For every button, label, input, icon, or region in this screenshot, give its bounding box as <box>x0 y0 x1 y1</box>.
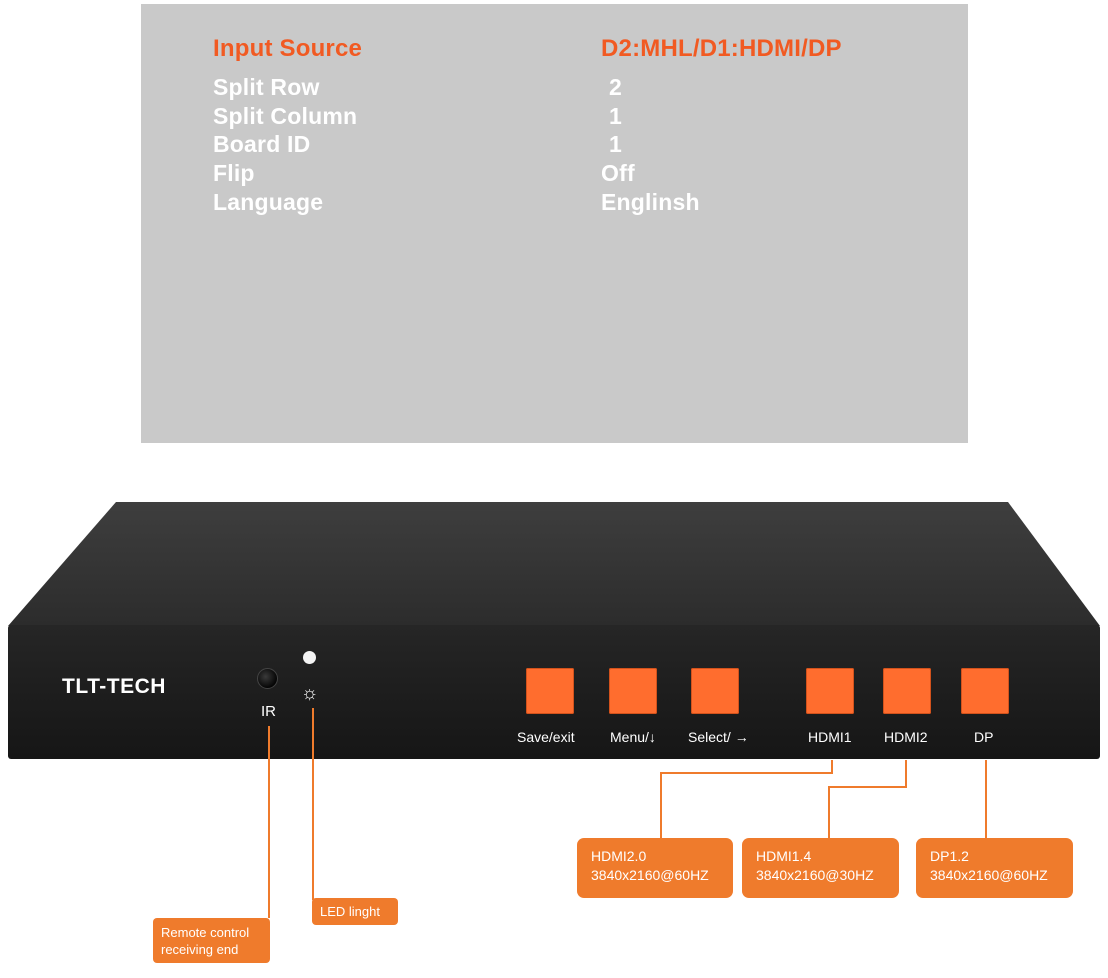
select-right-button[interactable] <box>691 668 739 714</box>
osd-label: Flip <box>213 160 255 186</box>
callout-text: Remote control <box>161 925 250 940</box>
callout-text: HDMI1.4 <box>756 848 812 864</box>
osd-label: Split Column <box>213 103 358 129</box>
callout-line-hdmi2 <box>828 786 907 788</box>
menu-down-label: Menu/↓ <box>610 729 656 745</box>
osd-label: Input Source <box>213 35 363 62</box>
callout-line-ir <box>268 726 270 918</box>
dp-button[interactable] <box>961 668 1009 714</box>
hdmi2-button[interactable] <box>883 668 931 714</box>
ir-sensor <box>257 668 278 689</box>
osd-row-split-row[interactable]: Split Row 2 <box>141 74 968 104</box>
callout-line-led <box>312 708 314 900</box>
callout-hdmi2-spec: HDMI1.4 3840x2160@30HZ <box>742 838 899 898</box>
hdmi1-label: HDMI1 <box>808 729 852 745</box>
callout-hdmi1-spec: HDMI2.0 3840x2160@60HZ <box>577 838 733 898</box>
save-exit-label: Save/exit <box>517 729 575 745</box>
callout-line-hdmi2 <box>905 760 907 788</box>
osd-row-flip[interactable]: Flip Off <box>141 160 968 190</box>
callout-line-dp <box>985 760 987 840</box>
callout-text: 3840x2160@60HZ <box>930 867 1048 883</box>
osd-row-language[interactable]: Language Englinsh <box>141 189 968 219</box>
osd-label: Board ID <box>213 131 311 157</box>
osd-row-input-source[interactable]: Input Source D2:MHL/D1:HDMI/DP <box>141 35 968 65</box>
callout-line-hdmi1 <box>660 772 833 774</box>
callout-text: HDMI2.0 <box>591 848 647 864</box>
hdmi2-label: HDMI2 <box>884 729 928 745</box>
callout-text: 3840x2160@60HZ <box>591 867 709 883</box>
led-indicator <box>303 651 316 664</box>
callout-led-light: LED linght <box>312 898 398 925</box>
osd-row-board-id[interactable]: Board ID 1 <box>141 131 968 161</box>
save-exit-button[interactable] <box>526 668 574 714</box>
osd-label: Split Row <box>213 74 320 100</box>
ir-label: IR <box>261 703 276 720</box>
callout-line-hdmi1 <box>660 772 662 840</box>
osd-menu-panel: Input Source D2:MHL/D1:HDMI/DP Split Row… <box>141 4 968 443</box>
callout-dp-spec: DP1.2 3840x2160@60HZ <box>916 838 1073 898</box>
sun-icon: ☼ <box>301 683 319 704</box>
callout-text: 3840x2160@30HZ <box>756 867 874 883</box>
osd-value: 1 <box>609 103 622 129</box>
select-right-label: Select/ → <box>688 729 749 745</box>
callout-text: receiving end <box>161 942 239 957</box>
osd-row-split-column[interactable]: Split Column 1 <box>141 103 968 133</box>
osd-value: 2 <box>609 74 622 100</box>
osd-label: Language <box>213 189 324 215</box>
dp-label: DP <box>974 729 994 745</box>
callout-line-hdmi2 <box>828 786 830 840</box>
callout-text: DP1.2 <box>930 848 969 864</box>
callout-text: LED linght <box>320 904 380 919</box>
osd-value: 1 <box>609 131 622 157</box>
device-top-surface <box>8 502 1100 626</box>
osd-value: D2:MHL/D1:HDMI/DP <box>601 35 842 62</box>
video-wall-controller-device: TLT-TECH IR ☼ Save/exit Menu/↓ Select/ →… <box>0 500 1108 765</box>
hdmi1-button[interactable] <box>806 668 854 714</box>
menu-down-button[interactable] <box>609 668 657 714</box>
osd-value: Englinsh <box>601 189 700 215</box>
callout-line-hdmi1 <box>831 760 833 774</box>
callout-ir-receiver: Remote control receiving end <box>153 918 270 963</box>
osd-value: Off <box>601 160 635 186</box>
brand-logo: TLT-TECH <box>62 675 166 698</box>
